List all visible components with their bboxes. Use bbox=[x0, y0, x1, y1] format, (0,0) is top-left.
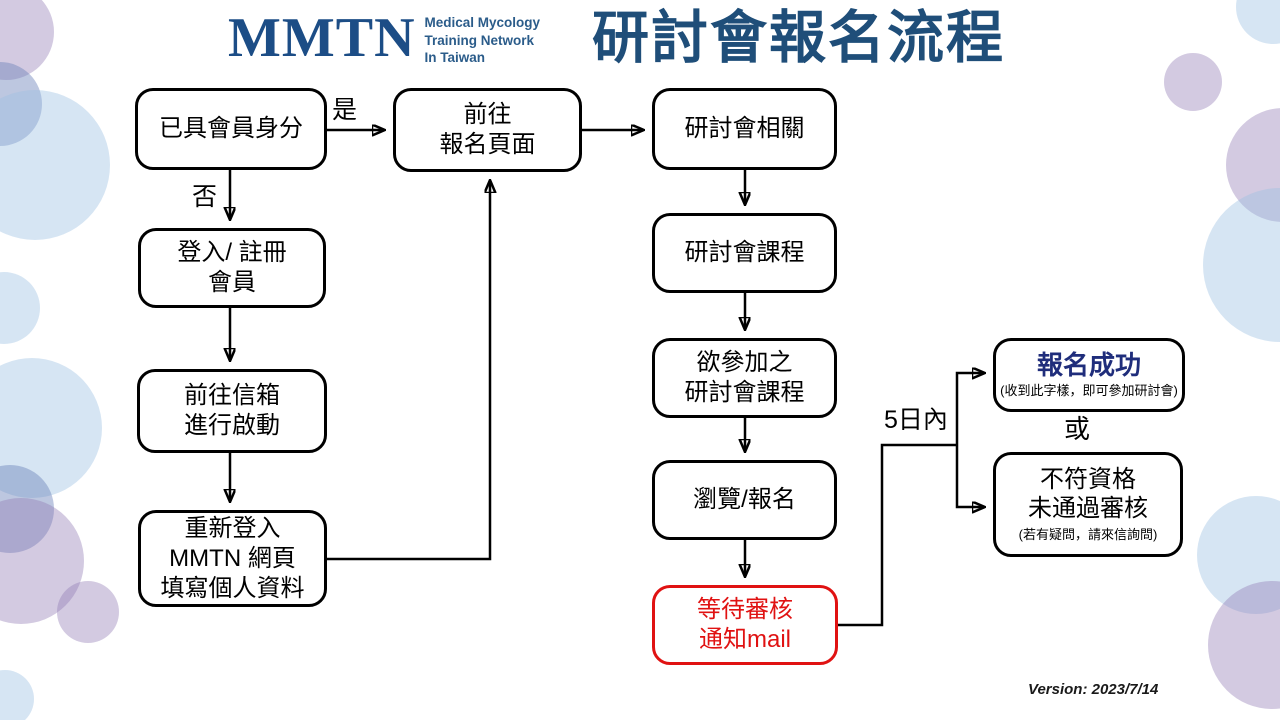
connector-branch-to-success bbox=[955, 373, 984, 445]
node-note: (收到此字樣，即可參加研討會) bbox=[1000, 382, 1178, 398]
node-text: 已具會員身分 bbox=[159, 115, 303, 142]
node-text: 等待審核 bbox=[697, 596, 793, 623]
decor-circle bbox=[0, 90, 110, 240]
node-text: 前往信箱 bbox=[184, 382, 280, 409]
node-seminar-courses: 研討會課程 bbox=[652, 213, 837, 293]
edge-label-within-5-days: 5日內 bbox=[884, 406, 948, 434]
node-text: 通知mail bbox=[698, 626, 791, 653]
node-courses-to-attend: 欲參加之 研討會課程 bbox=[652, 338, 837, 418]
node-text: 報名成功 bbox=[1036, 350, 1141, 381]
connector-wait-to-branch bbox=[838, 443, 957, 627]
node-text: 研討會課程 bbox=[684, 379, 805, 406]
node-not-qualified: 不符資格 未通過審核 (若有疑問，請來信詢問) bbox=[993, 452, 1183, 557]
logo-subtitle-line: Medical Mycology bbox=[424, 15, 541, 30]
node-text: MMTN 網頁 bbox=[169, 544, 296, 572]
node-text: 會員 bbox=[208, 269, 256, 296]
node-browse-register: 瀏覽/報名 bbox=[652, 460, 837, 540]
node-goto-registration-page: 前往 報名頁面 bbox=[393, 88, 582, 172]
node-text: 填寫個人資料 bbox=[160, 574, 305, 602]
node-text: 重新登入 bbox=[184, 514, 281, 542]
edge-label-yes: 是 bbox=[332, 96, 358, 124]
connector-branch-to-notqualified bbox=[955, 445, 984, 507]
node-text: 研討會相關 bbox=[684, 115, 805, 142]
logo-subtitle-line: In Taiwan bbox=[424, 50, 486, 66]
version-text: Version: 2023/7/14 bbox=[1028, 681, 1159, 698]
mmtn-logo-subtitle: Medical Mycology Training Network In Tai… bbox=[425, 14, 541, 67]
decor-circle bbox=[1236, 0, 1280, 44]
node-wait-review-mail: 等待審核 通知mail bbox=[652, 585, 838, 665]
node-text: 未通過審核 bbox=[1028, 494, 1148, 522]
node-text: 研討會課程 bbox=[684, 239, 805, 266]
decor-circle bbox=[0, 272, 40, 344]
page-title: 研討會報名流程 bbox=[592, 6, 1005, 70]
node-login-register: 登入/ 註冊 會員 bbox=[138, 228, 326, 308]
decor-circle bbox=[1164, 53, 1222, 111]
decor-circle bbox=[0, 670, 34, 720]
connector-relogin-to-gotopage bbox=[327, 181, 490, 561]
node-text: 報名頁面 bbox=[439, 131, 536, 158]
brand-header: MMTN Medical Mycology Training Network I… bbox=[228, 10, 540, 67]
node-relogin-fill-profile: 重新登入 MMTN 網頁 填寫個人資料 bbox=[138, 510, 327, 607]
node-registration-success: 報名成功 (收到此字樣，即可參加研討會) bbox=[993, 338, 1185, 412]
node-note: (若有疑問，請來信詢問) bbox=[1018, 526, 1158, 542]
node-text: 前往 bbox=[463, 101, 512, 128]
node-seminar-related: 研討會相關 bbox=[652, 88, 837, 170]
decor-circle bbox=[57, 581, 119, 643]
node-text: 不符資格 bbox=[1040, 466, 1136, 494]
edge-label-no: 否 bbox=[192, 183, 218, 211]
decor-circle bbox=[1203, 188, 1280, 342]
node-text: 登入/ 註冊 bbox=[177, 239, 287, 266]
node-member-check: 已具會員身分 bbox=[135, 88, 327, 170]
node-text: 瀏覽/報名 bbox=[693, 486, 796, 513]
edge-label-or: 或 bbox=[1064, 414, 1091, 444]
logo-subtitle-line: Training Network bbox=[424, 32, 535, 48]
node-mailbox-activate: 前往信箱 進行啟動 bbox=[137, 369, 327, 453]
node-text: 進行啟動 bbox=[184, 412, 280, 439]
node-text: 欲參加之 bbox=[696, 349, 793, 376]
mmtn-logo: MMTN bbox=[228, 7, 416, 70]
